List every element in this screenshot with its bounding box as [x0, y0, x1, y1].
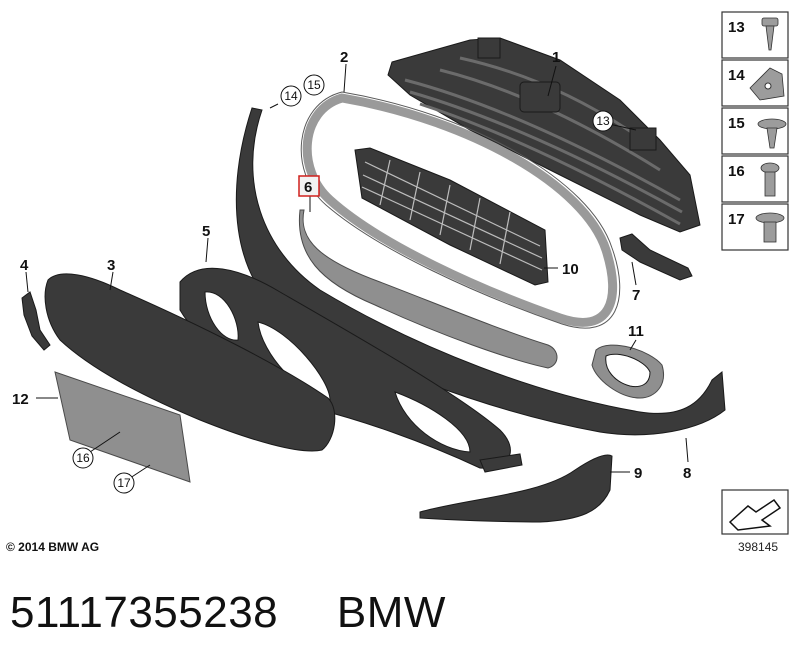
circled-callout-15: 15 — [303, 74, 325, 96]
svg-text:14: 14 — [728, 67, 745, 84]
part-4-bracket — [21, 291, 51, 351]
circled-callout-14: 14 — [280, 85, 302, 107]
collar-screw-icon — [755, 212, 785, 243]
hardware-legend: 13 14 15 16 — [721, 11, 789, 251]
svg-text:13: 13 — [728, 19, 745, 36]
svg-text:15: 15 — [728, 115, 745, 132]
clip-nut-icon — [749, 67, 785, 101]
brand-name: BMW — [336, 588, 446, 637]
part-12-plate-base — [54, 371, 191, 483]
callout-3: 3 — [107, 257, 115, 274]
part-7-side-bracket — [619, 233, 693, 281]
callout-12: 12 — [12, 391, 29, 408]
callout-7: 7 — [632, 287, 640, 304]
part-3-lower-cover — [44, 273, 336, 452]
legend-item-15: 15 — [721, 107, 789, 155]
callout-5: 5 — [202, 223, 210, 240]
circled-callout-16: 16 — [72, 447, 94, 469]
expanding-rivet-icon — [757, 118, 787, 149]
callout-8: 8 — [683, 465, 691, 482]
bolt-icon — [760, 162, 780, 197]
diagram-reference-number: 398145 — [738, 540, 779, 554]
callout-6-highlight-box — [298, 175, 320, 197]
part-9-corner-trim — [419, 454, 613, 523]
part-number: 51117355238 — [10, 588, 279, 637]
svg-text:13: 13 — [596, 114, 610, 128]
copyright-notice: © 2014 BMW AG — [6, 540, 100, 554]
part-caption: 51117355238 BMW — [10, 588, 446, 638]
legend-item-14: 14 — [721, 59, 789, 107]
callout-11: 11 — [628, 323, 644, 340]
part-11-fog-trim — [591, 344, 664, 399]
circled-callout-17: 17 — [113, 472, 135, 494]
part-10-mesh-grille — [354, 147, 549, 286]
svg-text:14: 14 — [284, 89, 298, 103]
callout-1: 1 — [552, 49, 560, 66]
legend-item-17: 17 — [721, 203, 789, 251]
callout-4: 4 — [20, 257, 29, 274]
legend-item-16: 16 — [721, 155, 789, 203]
circled-callout-13: 13 — [592, 110, 614, 132]
svg-text:15: 15 — [307, 78, 321, 92]
callout-10: 10 — [562, 261, 579, 278]
svg-text:17: 17 — [117, 476, 131, 490]
svg-text:16: 16 — [76, 451, 90, 465]
part-6-trim-strip — [298, 209, 558, 369]
svg-text:16: 16 — [728, 163, 745, 180]
view-direction-icon — [721, 489, 789, 535]
screw-icon — [761, 17, 779, 51]
callout-9: 9 — [634, 465, 642, 482]
callout-2: 2 — [340, 49, 348, 66]
part-1-upper-grille — [387, 37, 701, 233]
callout-6: 6 — [304, 179, 312, 196]
legend-item-13: 13 — [721, 11, 789, 59]
svg-text:17: 17 — [728, 211, 745, 228]
